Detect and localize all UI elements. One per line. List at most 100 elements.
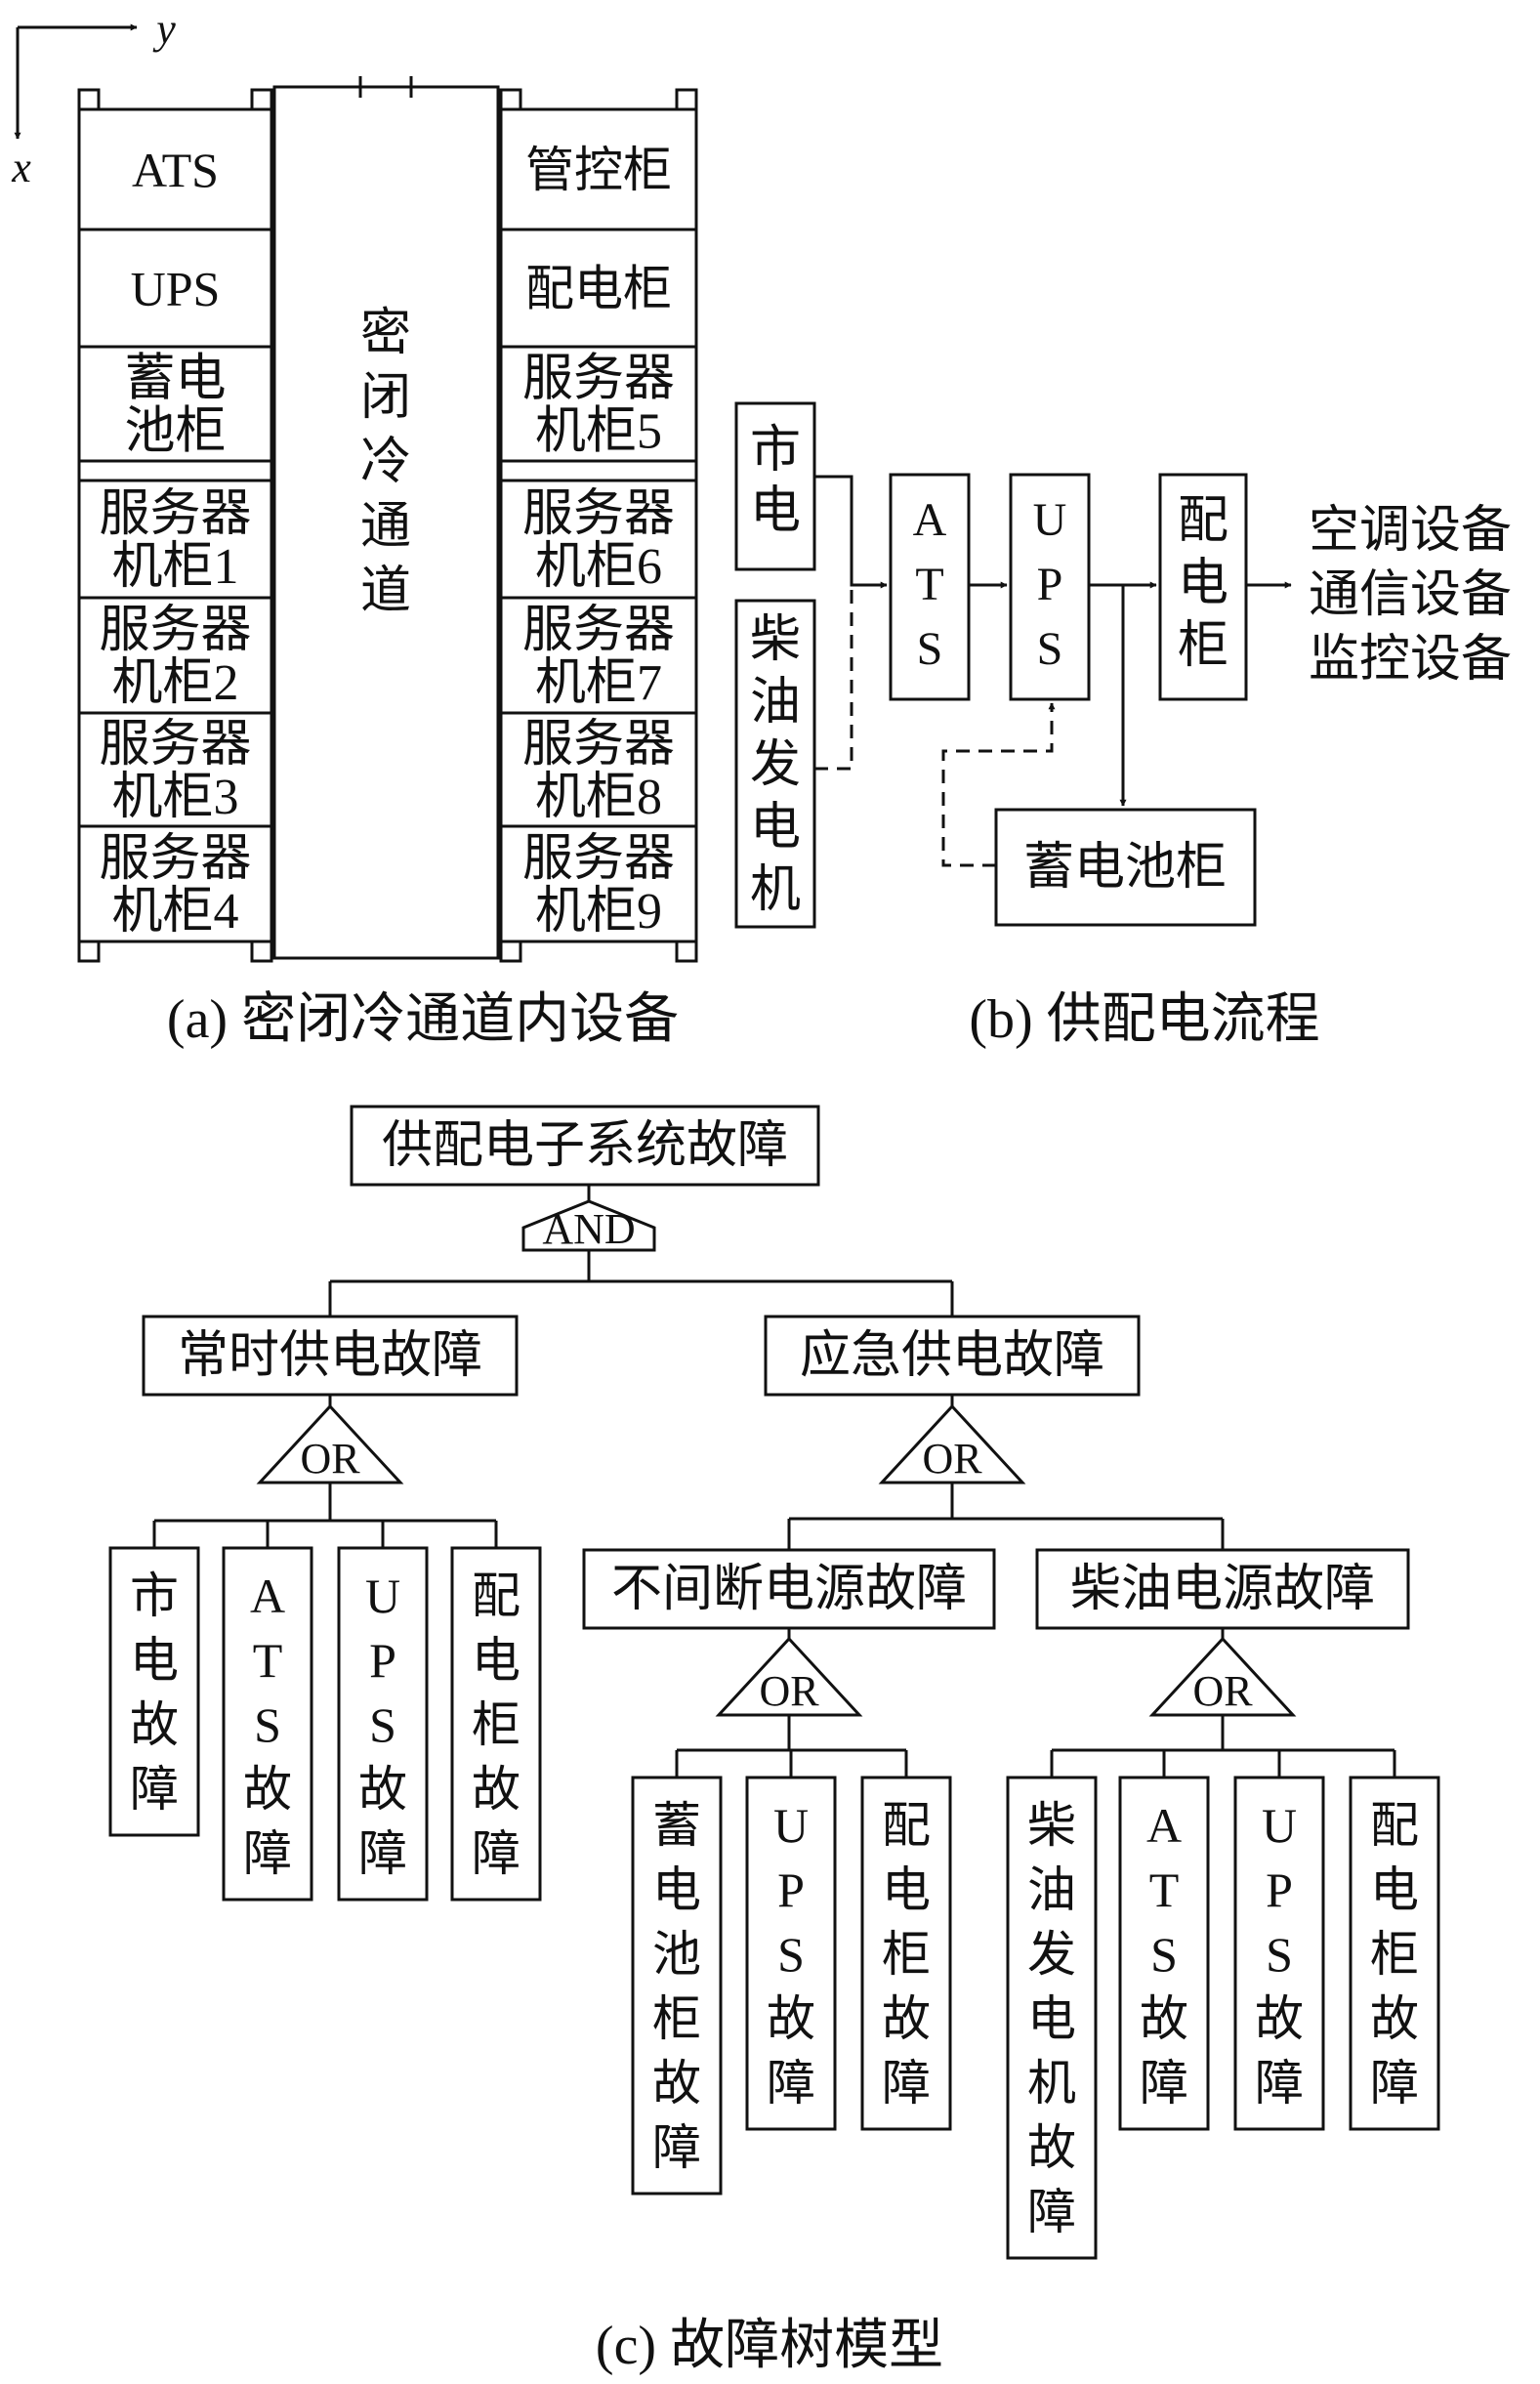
panel-c-fault-tree: 供配电子系统故障 AND 常时供电故障 OR 应急供电故障 OR 不间断电源故障…	[108, 1105, 1440, 2376]
cabinet-spacer	[77, 459, 273, 482]
diesel-power-fault-label: 柴油电源故障	[1070, 1562, 1375, 1617]
normal-leaf-label: 配电柜故障	[472, 1568, 520, 1881]
ups-branch-leaf-box	[860, 1776, 952, 2131]
cabinet-label: UPS	[131, 262, 221, 316]
and-gate-branches	[328, 1250, 954, 1317]
cabinet-box	[499, 345, 698, 463]
diesel-power-fault-box	[1035, 1548, 1410, 1630]
or-gate-ups-branch-branches	[675, 1715, 908, 1778]
corner-post	[499, 88, 522, 111]
cabinet-label: 服务器机柜5	[522, 352, 675, 460]
cabinet-label: 服务器机柜3	[99, 717, 251, 825]
normal-leaf-box	[450, 1546, 542, 1902]
cabinet-box	[77, 596, 273, 715]
normal-leaf-box	[108, 1546, 200, 1837]
ups-branch-leaf-label: 蓄电池柜故障	[652, 1798, 701, 2175]
diesel-branch-leaf-box	[1118, 1776, 1210, 2131]
y-axis-label: y	[152, 5, 176, 53]
or-gate-diesel-branch-label: OR	[1192, 1667, 1253, 1715]
cabinet-box	[77, 345, 273, 463]
diesel-branch-leaf-label: 柴油发电机故障	[1027, 1798, 1076, 2239]
diesel-label-text: 柴油发电机	[750, 612, 801, 918]
cabinet-box	[77, 228, 273, 349]
cabinet-box	[499, 107, 698, 231]
corner-post	[77, 940, 101, 963]
emergency-supply-fault-label: 应急供电故障	[800, 1328, 1104, 1384]
diesel-branch-leaf-box	[1233, 1776, 1325, 2131]
cabinet-label: 服务器机柜8	[522, 717, 675, 825]
or-gate-emergency-label: OR	[922, 1435, 982, 1483]
caption-a: (a) 密闭冷通道内设备	[167, 989, 679, 1050]
battery-to-ups-dashed-line	[941, 702, 1056, 867]
cabinet-box	[499, 479, 698, 600]
corner-post	[77, 88, 101, 111]
top-event-label: 供配电子系统故障	[382, 1118, 788, 1174]
corner-post	[675, 88, 698, 111]
normal-leaf-label: 市电故障	[130, 1568, 179, 1817]
load-monitoring: 监控设备	[1309, 632, 1512, 688]
cabinet-box	[499, 596, 698, 715]
cold-aisle-label-text: 密闭冷通道	[360, 306, 411, 619]
diesel-box	[734, 599, 816, 929]
cabinet-label: 服务器机柜4	[99, 831, 251, 940]
corner-post	[250, 88, 273, 111]
normal-supply-fault-label: 常时供电故障	[178, 1328, 482, 1384]
ups-branch-leaf-box	[631, 1776, 723, 2196]
or-gate-normal-label: OR	[300, 1435, 360, 1483]
caption-b: (b) 供配电流程	[969, 989, 1319, 1050]
load-aircon: 空调设备	[1309, 503, 1512, 559]
cold-aisle-channel	[272, 85, 500, 960]
cabinet-box	[77, 824, 273, 943]
corner-post	[675, 940, 698, 963]
cabinet-label: 服务器机柜1	[99, 486, 251, 595]
mains-box	[734, 401, 816, 571]
ups-box	[1009, 473, 1091, 701]
diesel-branch-leaf-label: 配电柜故障	[1370, 1798, 1419, 2111]
axes-indicator: y x	[11, 5, 176, 191]
top-event-box	[350, 1105, 820, 1187]
cabinet-label: 配电柜	[525, 262, 672, 316]
cabinet-label: 管控柜	[525, 143, 672, 197]
diesel-branch-leaf-box	[1349, 1776, 1440, 2131]
corner-post	[499, 940, 522, 963]
x-axis-label: x	[11, 144, 31, 191]
cabinet-box	[77, 479, 273, 600]
ups-branch-leaf-box	[745, 1776, 837, 2131]
mains-label-text: 市电	[750, 423, 801, 539]
emergency-supply-fault-box	[764, 1315, 1141, 1397]
caption-c: (c) 故障树模型	[596, 2316, 943, 2376]
pdu-box	[1158, 473, 1248, 701]
and-gate	[521, 1199, 656, 1252]
load-communication: 通信设备	[1309, 567, 1512, 623]
cabinet-label: 服务器机柜6	[522, 486, 675, 595]
or-gate-ups-branch-label: OR	[759, 1667, 819, 1715]
cabinet-label: 服务器机柜9	[522, 831, 675, 940]
and-gate-label: AND	[542, 1205, 635, 1253]
diesel-to-ats-dashed-line	[814, 585, 853, 771]
normal-leaf-box	[222, 1546, 313, 1902]
pdu-label-text: 配电柜	[1178, 493, 1228, 674]
cabinet-box	[499, 824, 698, 943]
cabinet-spacer	[499, 459, 698, 482]
cabinet-label: 蓄电池柜	[124, 352, 226, 460]
cabinet-label: 服务器机柜7	[522, 603, 675, 711]
ups-branch-leaf-label: 配电柜故障	[882, 1798, 931, 2111]
diesel-generator-label: 柴油发电机	[750, 612, 801, 918]
battery-box	[994, 808, 1257, 927]
cabinet-label: ATS	[132, 143, 219, 197]
cabinet-label: 服务器机柜2	[99, 603, 251, 711]
cabinet-box	[499, 711, 698, 828]
